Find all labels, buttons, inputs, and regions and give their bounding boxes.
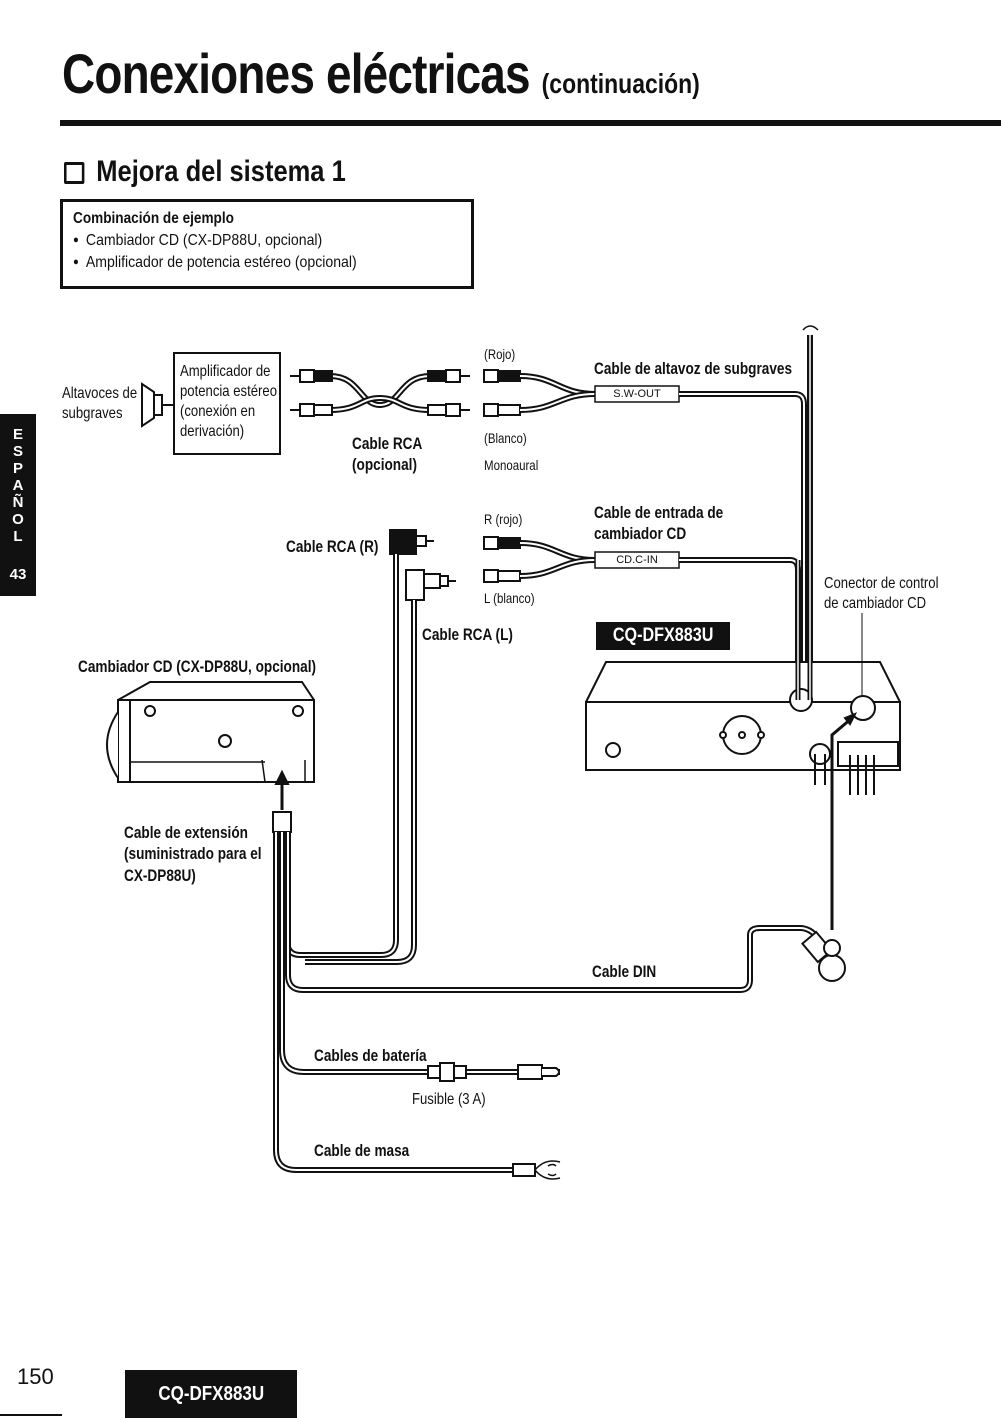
- arrow-icon: [274, 769, 290, 785]
- tab-page-number: 43: [9, 566, 27, 583]
- rca-plug-icon: [445, 403, 461, 417]
- page-title: Conexiones eléctricas (continuación): [62, 46, 700, 102]
- label-line: cambiador CD: [594, 524, 687, 544]
- battery-cables-label: Cables de batería: [314, 1046, 427, 1065]
- extension-connector-icon: [272, 811, 292, 833]
- tab-letter: Ñ: [12, 494, 24, 511]
- cd-white-label: L (blanco): [484, 590, 535, 606]
- combination-item: Amplificador de potencia estéreo (opcion…: [73, 254, 357, 272]
- power-harness: [273, 832, 561, 1180]
- section-title: Mejora del sistema 1: [96, 155, 346, 188]
- tab-letter: S: [12, 443, 23, 460]
- label-line: Cable de extensión: [124, 823, 248, 842]
- label-line: CX-DP88U): [124, 865, 196, 885]
- rca-l-label: Cable RCA (L): [422, 625, 513, 644]
- rca-cable-optional: [290, 369, 470, 417]
- din-plug-icon: [818, 954, 846, 982]
- model-text: CQ-DFX883U: [612, 625, 714, 646]
- page-title-main: Conexiones eléctricas: [62, 42, 531, 105]
- screw-icon: [292, 705, 304, 717]
- label-line: (suministrado para el: [124, 844, 262, 864]
- cd-changer-cx-dp88u: [106, 681, 315, 783]
- label-line: subgraves: [62, 405, 123, 422]
- fuse-label: Fusible (3 A): [412, 1091, 486, 1108]
- cd-changer-control-connector: [850, 695, 876, 721]
- tab-letter: O: [12, 511, 24, 528]
- head-unit-model-badge: CQ-DFX883U: [596, 622, 730, 650]
- rca-plug-icon: [299, 369, 315, 383]
- checkbox-square-icon: [64, 162, 85, 185]
- combination-item: Cambiador CD (CX-DP88U, opcional): [73, 232, 322, 250]
- din-cable: [285, 925, 846, 993]
- amplifier-box: [173, 352, 281, 455]
- example-combination-box: Combinación de ejemplo Cambiador CD (CX-…: [60, 199, 474, 289]
- combination-heading: Combinación de ejemplo: [73, 210, 234, 227]
- rca-r-plug-icon: [389, 529, 417, 555]
- hole-icon: [605, 742, 621, 758]
- cd-c-in-tag-label: CD.C-IN: [616, 554, 658, 566]
- footer-model-text: CQ-DFX883U: [158, 1383, 264, 1405]
- label-line: (conexión en: [180, 403, 256, 420]
- footer-model-badge: CQ-DFX883U: [125, 1370, 297, 1418]
- control-connector-label: Conector de control de cambiador CD: [824, 574, 939, 614]
- cd-input-cable-label: Cable de entrada de cambiador CD: [594, 502, 723, 545]
- extension-cable-label: Cable de extensión (suministrado para el…: [124, 822, 262, 886]
- tab-letter: P: [12, 460, 23, 477]
- arrow-icon: [843, 712, 858, 726]
- sw-red-label: (Rojo): [484, 346, 516, 362]
- sw-out-tag-label: S.W-OUT: [613, 388, 661, 400]
- language-tab: E S P A Ñ O L 43: [0, 414, 36, 596]
- label-line: Conector de control: [824, 575, 939, 592]
- ground-lug-icon: [534, 1160, 561, 1180]
- rca-l-plug-icon: [405, 569, 425, 601]
- subwoofer-label: Altavoces de subgraves: [62, 384, 137, 424]
- screw-icon: [144, 705, 156, 717]
- tab-letter: L: [13, 528, 23, 545]
- cd-changer-label: Cambiador CD (CX-DP88U, opcional): [78, 657, 317, 676]
- rca-r-label: Cable RCA (R): [286, 537, 379, 556]
- header-rule: [60, 120, 1001, 126]
- page-title-suffix: (continuación): [541, 68, 700, 99]
- rca-plug-icon: [299, 403, 315, 417]
- sw-white-label: (Blanco): [484, 430, 527, 446]
- label-line: Amplificador de: [180, 363, 271, 380]
- amplifier-label: Amplificador de potencia estéreo (conexi…: [180, 362, 277, 442]
- language-letters: E S P A Ñ O L: [0, 426, 36, 545]
- ground-cable-label: Cable de masa: [314, 1141, 410, 1160]
- label-line: de cambiador CD: [824, 595, 927, 612]
- label-line: derivación): [180, 423, 245, 440]
- rca-plug-icon: [445, 369, 461, 383]
- page-number: 150: [17, 1364, 54, 1389]
- footer-rule: [0, 1414, 62, 1416]
- label-line: Altavoces de: [62, 385, 138, 402]
- rca-cable-optional-label: Cable RCA (opcional): [352, 433, 422, 476]
- label-line: potencia estéreo: [180, 383, 278, 400]
- label-line: Cable de entrada de: [594, 503, 724, 522]
- head-unit-cq-dfx883u: [585, 335, 901, 795]
- tab-letter: E: [12, 426, 23, 443]
- label-line: Cable RCA: [352, 434, 423, 453]
- battery-terminal-icon: [517, 1064, 543, 1080]
- tab-letter: A: [12, 477, 24, 494]
- section-heading: Mejora del sistema 1: [64, 157, 346, 187]
- subwoofer-speaker-icon: [141, 382, 174, 428]
- cd-red-label: R (rojo): [484, 511, 523, 527]
- sw-mono-label: Monoaural: [484, 457, 539, 473]
- subwoofer-cable-label: Cable de altavoz de subgraves: [594, 359, 793, 378]
- subwoofer-output-cable: [483, 369, 807, 700]
- din-cable-label: Cable DIN: [592, 962, 657, 981]
- label-line: (opcional): [352, 455, 417, 475]
